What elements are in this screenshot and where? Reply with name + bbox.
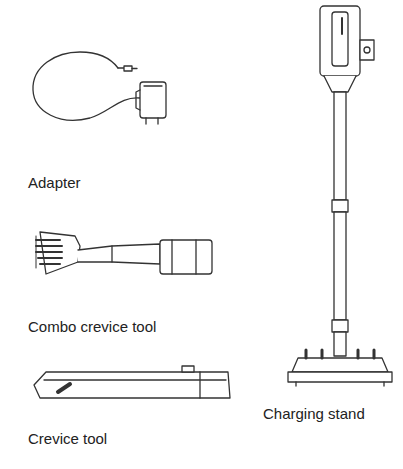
- charging-stand-drawing: [288, 6, 392, 386]
- combo-crevice-tool-drawing: [36, 232, 212, 274]
- crevice-tool-drawing: [34, 366, 230, 398]
- part-label: Combo crevice tool: [28, 318, 156, 336]
- part-label: Charging stand: [263, 405, 365, 423]
- part-label: Adapter: [28, 174, 81, 192]
- part-label: Crevice tool: [28, 430, 107, 448]
- adapter-drawing: [33, 52, 166, 124]
